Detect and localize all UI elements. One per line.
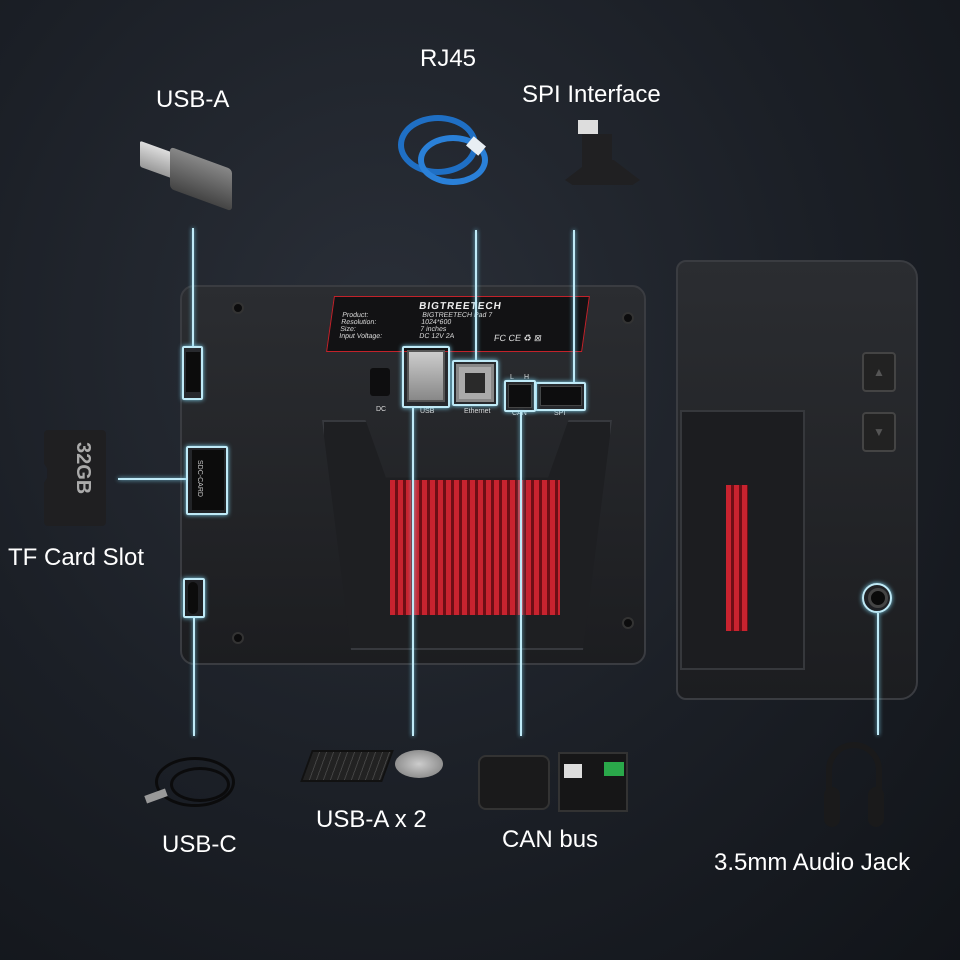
highlight-rj45 xyxy=(452,360,498,406)
highlight-usb-x2 xyxy=(402,346,450,408)
spec-value: DC 12V 2A xyxy=(418,333,455,340)
port-label-usb: USB xyxy=(420,408,435,415)
can-h-label: H xyxy=(524,374,530,381)
label-usb-a: USB-A xyxy=(156,86,230,113)
ethernet-cable-image xyxy=(388,85,498,195)
brand-logo: BIGTREETECH xyxy=(418,301,503,312)
callout-line-usb-x2 xyxy=(412,408,414,736)
highlight-audio-jack xyxy=(862,583,892,613)
highlight-usb-a xyxy=(182,346,203,400)
ethernet-port xyxy=(456,364,494,402)
keyboard-image xyxy=(300,750,394,782)
sd-card-capacity: 32GB xyxy=(72,442,94,495)
red-heatsink xyxy=(390,480,560,615)
spec-key: Resolution: xyxy=(340,319,377,326)
usb-c-cable-image xyxy=(144,752,240,817)
callout-line-usb-c xyxy=(193,618,195,736)
sdc-card-label: SDC-CARD xyxy=(196,460,203,497)
dc-jack xyxy=(370,368,390,396)
side-red-heatsink xyxy=(726,485,748,631)
spi-port xyxy=(540,386,582,406)
can-port xyxy=(508,384,532,408)
port-label-spi: SPI xyxy=(554,410,566,417)
can-board-image-2 xyxy=(558,752,628,812)
can-board-image-1 xyxy=(478,755,550,810)
sd-card-image: 32GB xyxy=(44,430,106,526)
tf-card-slot: SDC-CARD xyxy=(192,450,224,510)
usb-c-port xyxy=(188,582,198,614)
highlight-can xyxy=(504,380,536,412)
mouse-image xyxy=(395,750,443,778)
callout-line-usb-a xyxy=(192,228,194,346)
callout-line-can xyxy=(520,412,522,736)
usb-a-dongle-image xyxy=(140,140,235,212)
spec-label-plate: BIGTREETECH Product: BIGTREETECH Pad 7 Re… xyxy=(326,296,590,352)
callout-line-audio xyxy=(877,613,879,735)
headphones-image xyxy=(822,742,886,830)
highlight-usb-c xyxy=(183,578,205,618)
volume-up-button[interactable]: ▲ xyxy=(862,352,896,392)
port-label-ethernet: Ethernet xyxy=(464,408,491,415)
label-usb-a-x2: USB-A x 2 xyxy=(316,806,427,833)
highlight-tf-card xyxy=(186,446,228,515)
label-tf-card-slot: TF Card Slot xyxy=(8,544,145,571)
can-l-label: L xyxy=(510,374,514,381)
side-usb-a-port xyxy=(186,352,200,392)
volume-down-button[interactable]: ▼ xyxy=(862,412,896,452)
spec-key: Product: xyxy=(341,312,369,319)
spec-key: Size: xyxy=(339,326,357,333)
usb-ports xyxy=(407,350,445,402)
callout-line-tf-card xyxy=(118,478,186,480)
label-usb-c: USB-C xyxy=(162,831,237,858)
spec-key: Input Voltage: xyxy=(338,333,383,340)
callout-line-rj45 xyxy=(475,230,477,360)
port-label-dc: DC xyxy=(376,406,387,413)
spi-module-image xyxy=(560,120,645,210)
label-audio-jack: 3.5mm Audio Jack xyxy=(714,849,911,876)
port-label-can: CAN xyxy=(512,410,527,417)
callout-line-spi xyxy=(573,230,575,382)
spec-value: 1024*600 xyxy=(420,319,452,326)
label-can-bus: CAN bus xyxy=(502,826,599,853)
label-rj45: RJ45 xyxy=(420,45,477,72)
spec-value: 7 inches xyxy=(419,326,447,333)
highlight-spi xyxy=(535,382,586,411)
label-spi-interface: SPI Interface xyxy=(522,81,661,108)
spec-value: BIGTREETECH Pad 7 xyxy=(421,312,493,319)
certification-marks: FC CE ♻ ⊠ xyxy=(493,333,543,343)
